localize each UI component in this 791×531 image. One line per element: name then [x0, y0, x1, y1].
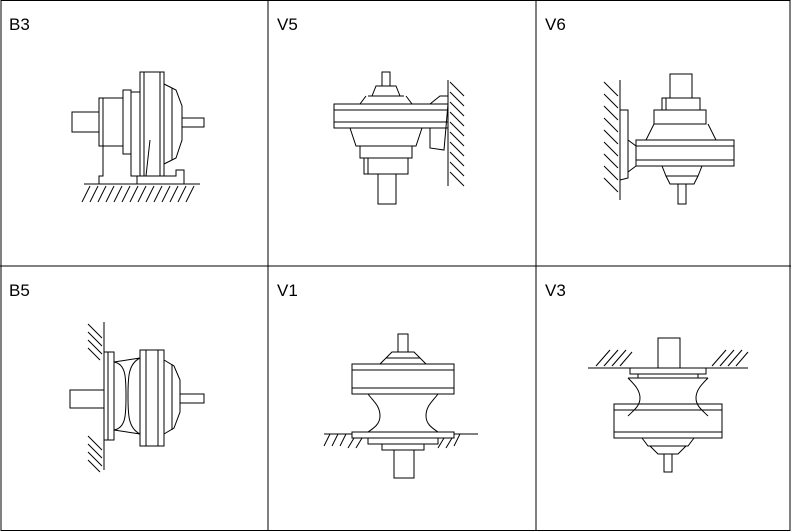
cell-b5: B5 — [0, 266, 268, 531]
mounting-label-v6: V6 — [545, 15, 566, 34]
gearbox-drawing-v3 — [536, 266, 791, 531]
mounting-label-v1: V1 — [277, 281, 298, 300]
cell-v3: V3 — [536, 266, 791, 531]
cell-v1: V1 — [268, 266, 536, 531]
cell-v6: V6 — [536, 0, 791, 266]
gearbox-drawing-v1 — [268, 266, 536, 531]
mounting-label-b3: B3 — [9, 15, 30, 34]
mounting-label-v5: V5 — [277, 15, 298, 34]
gearbox-drawing-v5 — [268, 0, 536, 266]
mounting-label-b5: B5 — [9, 281, 30, 300]
cell-b3: B3 — [0, 0, 268, 266]
gearbox-drawing-b3 — [0, 0, 268, 266]
mounting-label-v3: V3 — [545, 281, 566, 300]
gearbox-drawing-b5 — [0, 266, 268, 531]
gearbox-drawing-v6 — [536, 0, 791, 266]
cell-v5: V5 — [268, 0, 536, 266]
